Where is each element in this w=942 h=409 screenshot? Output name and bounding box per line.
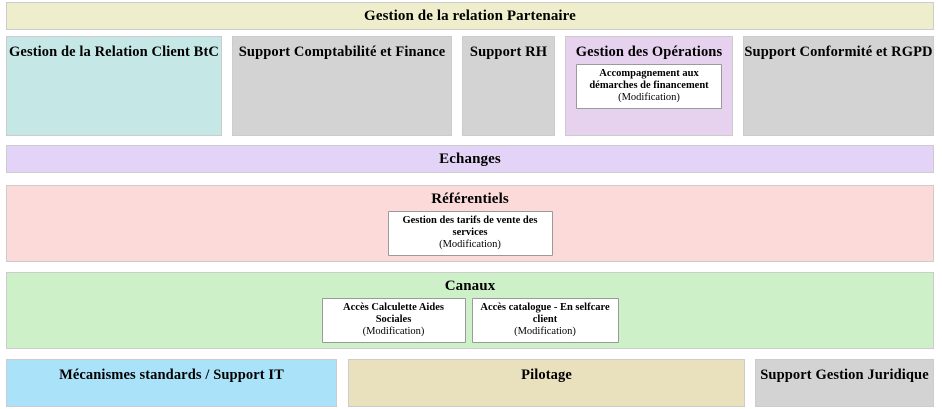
footer-title: Support Gestion Juridique — [760, 367, 929, 383]
capability-card-state: (Modification) — [514, 326, 576, 338]
capability-card-state: (Modification) — [618, 91, 680, 103]
band-echanges[interactable]: Echanges — [6, 145, 934, 173]
capability-card-list: Accès Calculette Aides Sociales (Modific… — [7, 298, 933, 344]
band-canaux[interactable]: Canaux Accès Calculette Aides Sociales (… — [6, 272, 934, 349]
band-referentiels[interactable]: Référentiels Gestion des tarifs de vente… — [6, 185, 934, 262]
capability-card[interactable]: Accompagnement aux démarches de financem… — [576, 63, 722, 109]
band-title: Référentiels — [431, 191, 509, 207]
domain-support-comptabilite-finance[interactable]: Support Comptabilité et Finance — [232, 36, 452, 136]
domain-title: Support Conformité et RGPD — [744, 44, 933, 60]
footer-pilotage[interactable]: Pilotage — [348, 359, 745, 407]
domain-support-conformite-rgpd[interactable]: Support Conformité et RGPD — [743, 36, 934, 136]
capability-card[interactable]: Accès catalogue - En selfcare client (Mo… — [471, 298, 619, 344]
footer-mecanismes-standards-support-it[interactable]: Mécanismes standards / Support IT — [6, 359, 337, 407]
capability-card-name: Gestion des tarifs de vente des services — [402, 215, 538, 239]
domain-support-rh[interactable]: Support RH — [462, 36, 555, 136]
capability-card-list: Accompagnement aux démarches de financem… — [566, 63, 732, 109]
capability-card-name: Accès catalogue - En selfcare client — [480, 302, 610, 326]
domain-title: Support Comptabilité et Finance — [238, 44, 446, 60]
domain-gestion-des-operations[interactable]: Gestion des Opérations Accompagnement au… — [565, 36, 733, 136]
capability-card-list: Gestion des tarifs de vente des services… — [7, 211, 933, 257]
capability-card[interactable]: Accès Calculette Aides Sociales (Modific… — [321, 298, 466, 344]
band-title: Echanges — [439, 151, 501, 167]
capability-card-name: Accompagnement aux démarches de financem… — [589, 67, 709, 91]
footer-title: Pilotage — [521, 367, 572, 383]
banner-title: Gestion de la relation Partenaire — [364, 8, 576, 24]
banner-gestion-relation-partenaire[interactable]: Gestion de la relation Partenaire — [6, 2, 934, 30]
band-title: Canaux — [444, 278, 496, 294]
capability-card-state: (Modification) — [439, 239, 501, 251]
domain-gestion-relation-client-btc[interactable]: Gestion de la Relation Client BtC — [6, 36, 222, 136]
capability-card-state: (Modification) — [362, 326, 425, 338]
footer-support-gestion-juridique[interactable]: Support Gestion Juridique — [755, 359, 934, 407]
domain-title: Gestion de la Relation Client BtC — [9, 44, 219, 60]
capability-card-name: Accès Calculette Aides Sociales — [343, 302, 444, 326]
domain-title: Gestion des Opérations — [575, 44, 723, 60]
domain-title: Support RH — [469, 44, 548, 60]
footer-title: Mécanismes standards / Support IT — [59, 367, 284, 383]
capability-card[interactable]: Gestion des tarifs de vente des services… — [387, 211, 553, 257]
